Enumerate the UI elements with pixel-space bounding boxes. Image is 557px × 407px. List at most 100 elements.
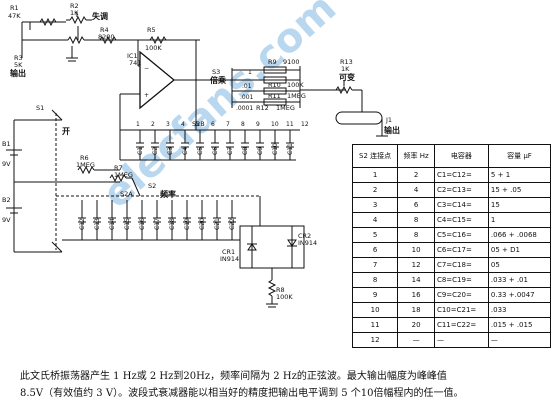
capacitor-label: C9 (257, 147, 264, 155)
capacitor-c4: C4 (181, 130, 189, 160)
r2-value: 1K (70, 9, 79, 17)
r13-label: R13 (340, 58, 353, 66)
capacitor-c2: C2 (151, 130, 159, 160)
switch-position-label: 2 (151, 121, 155, 128)
capacitor-label: C11 (287, 143, 294, 155)
table-cell: 6 (397, 197, 435, 213)
table-cell: .033 + .01 (487, 272, 552, 288)
j1-label: J1 (385, 116, 392, 124)
table-cell: 10 (351, 302, 399, 318)
table-cell: 18 (397, 302, 435, 318)
capacitor-label: C17 (154, 218, 161, 230)
switch-position-label: 12 (301, 121, 309, 128)
table-cell: — (487, 332, 552, 348)
table-cell: 3 (351, 197, 399, 213)
r3-label: R3 (14, 54, 23, 62)
capacitor-label: C15 (124, 218, 131, 230)
capacitor-c9: C9 (256, 130, 264, 160)
table-cell: — (397, 332, 435, 348)
switch-position-label: 5 (196, 121, 200, 128)
r4-label: R4 (100, 26, 109, 34)
table-cell: 05 + D1 (487, 242, 552, 258)
table-cell: 1 (351, 167, 399, 183)
capacitor-c12: C12 (78, 200, 86, 240)
ic1-label: IC1 (127, 52, 138, 60)
r2-label: R2 (70, 2, 79, 10)
table-cell: 6 (351, 242, 399, 258)
header-capacitor: 电容器 (433, 144, 489, 168)
left-output-label: 输出 (10, 68, 26, 78)
table-cell: 15 (487, 197, 552, 213)
right-output-label: 输出 (384, 125, 400, 135)
switch-position-label: 6 (211, 121, 215, 128)
variable-label: 可变 (339, 72, 355, 82)
table-cell: 1 (487, 212, 552, 228)
attenuator-s3 (196, 66, 346, 108)
caption-line-1: 此文氏桥振荡器产生 1 Hz或 2 Hz到20Hz，频率间隔为 2 Hz的正弦波… (20, 371, 447, 382)
r11-value: 1MEG (287, 92, 306, 100)
r3-value: 5K (14, 61, 23, 69)
capacitor-c21: C21 (213, 200, 221, 240)
capacitor-label: C4 (182, 147, 189, 155)
op-amp-ic1 (119, 35, 200, 130)
table-cell: 8 (397, 227, 435, 243)
b2-value: 9V (2, 216, 11, 224)
r6-label: R6 (80, 154, 89, 162)
table-cell: 15 + .05 (487, 182, 552, 198)
capacitor-label: C2 (152, 147, 159, 155)
r4-value: 8200 (98, 33, 115, 41)
table-cell: — (433, 332, 489, 348)
r12-label: R12 (256, 104, 269, 112)
r8-value: 100K (276, 293, 293, 301)
table-header-row: S2 连接点 频率 Hz 电容器 容量 μF (351, 144, 552, 168)
s2-label: S2 (148, 182, 156, 190)
s3-label: S3 (212, 68, 220, 76)
mult-0001: .0001 (236, 105, 253, 112)
capacitor-label: C22 (229, 218, 236, 230)
capacitor-c17: C17 (153, 200, 161, 240)
switch-position-label: 3 (166, 121, 170, 128)
r10-label: R10 (268, 81, 281, 89)
table-cell: 10 (397, 242, 435, 258)
capacitor-c6: C6 (211, 130, 219, 160)
capacitor-c5: C5 (196, 130, 204, 160)
table-cell: C8=C19= (433, 272, 489, 288)
mult-01: .01 (242, 83, 252, 90)
table-cell: C2=C13= (433, 182, 489, 198)
b1-label: B1 (2, 140, 11, 148)
r6-value: 1MEG (76, 161, 95, 169)
r9-value: 9100 (283, 58, 300, 66)
capacitor-label: C13 (94, 218, 101, 230)
table-cell: 2 (397, 167, 435, 183)
switch-position-label: 8 (241, 121, 245, 128)
capacitor-c18: C18 (168, 200, 176, 240)
op-amp-minus: − (144, 65, 149, 72)
s1-label: S1 (36, 104, 44, 112)
capacitor-c20: C20 (198, 200, 206, 240)
switch-position-label: 11 (286, 121, 294, 128)
table-cell: C7=C18= (433, 257, 489, 273)
capacitor-label: C21 (214, 218, 221, 230)
table-cell: 2 (351, 182, 399, 198)
capacitor-label: C16 (139, 218, 146, 230)
capacitor-label: C1 (137, 147, 144, 155)
r1-label: R1 (10, 4, 19, 12)
table-cell: 12 (351, 332, 399, 348)
r12-value: 1MEG (276, 104, 295, 112)
table-cell: 11 (351, 317, 399, 333)
capacitor-c1: C1 (136, 130, 144, 160)
caption-line-2: 8.5V（有效值约 3 V）。波段式衰减器能以相当好的精度把输出电平调到 5 个… (20, 388, 464, 399)
frequency-label: 频率 (160, 189, 176, 199)
table-cell: C11=C22= (433, 317, 489, 333)
capacitor-label: C7 (227, 147, 234, 155)
table-cell: .015 + .015 (487, 317, 552, 333)
offset-label: 失调 (92, 11, 108, 21)
